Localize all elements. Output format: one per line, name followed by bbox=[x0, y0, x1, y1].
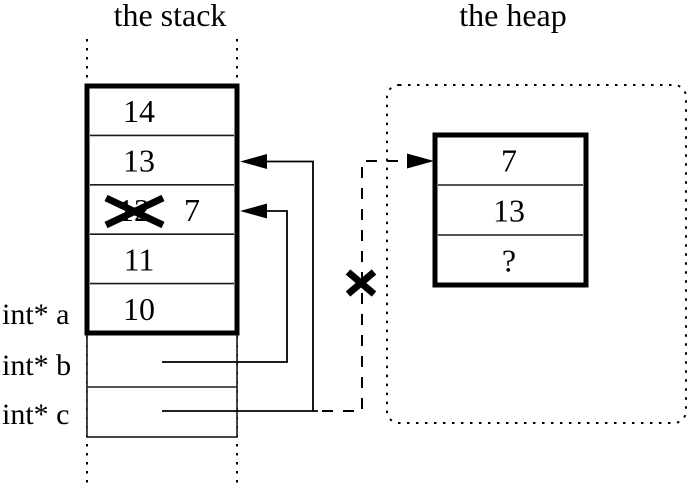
heap-cell-value: 13 bbox=[493, 193, 525, 229]
heap-region-dotted-outline bbox=[386, 84, 687, 424]
stack-cell-value: 10 bbox=[123, 291, 155, 327]
stack-cell-overwrite-value: 7 bbox=[184, 192, 200, 228]
pointer-b-line bbox=[162, 210, 288, 363]
heap-title: the heap bbox=[459, 0, 567, 33]
var-label-a: int* a bbox=[2, 298, 70, 331]
arrowhead-into-crossed-cell bbox=[240, 203, 267, 219]
heap-box bbox=[432, 132, 589, 288]
stack-lower-rows bbox=[86, 332, 238, 438]
var-label-c: int* c bbox=[2, 398, 70, 431]
stack-cell-value: 13 bbox=[123, 143, 155, 179]
stack-box bbox=[84, 83, 240, 336]
arrowhead-into-cell-13 bbox=[240, 154, 267, 169]
heap-cell-value: ? bbox=[502, 243, 516, 279]
broken-pointer-x-icon bbox=[345, 269, 377, 297]
stack-title: the stack bbox=[114, 0, 227, 33]
stack-cell-value: 11 bbox=[124, 242, 155, 278]
arrowhead-into-heap-box bbox=[407, 153, 434, 169]
var-label-b: int* b bbox=[2, 349, 71, 382]
pointer-c-line bbox=[162, 160, 318, 412]
crossout-x-icon bbox=[104, 194, 165, 229]
heap-cell-value: 7 bbox=[501, 143, 517, 179]
stack-cell-value: 14 bbox=[123, 93, 155, 129]
